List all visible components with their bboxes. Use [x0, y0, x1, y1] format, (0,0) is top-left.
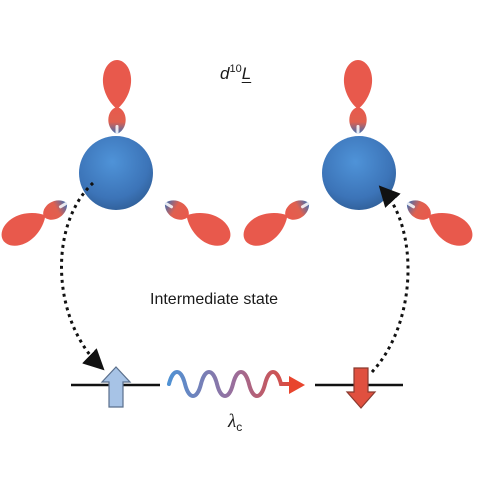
- wavelength-label: λc: [228, 411, 243, 434]
- left-metal-atom: [79, 136, 153, 210]
- right-lower-left-ligand-orbital: [237, 190, 317, 253]
- right-lower-right-ligand-orbital: [399, 190, 479, 253]
- left-metal-complex: [0, 60, 237, 253]
- photon-arrowhead: [289, 376, 305, 394]
- right-dotted-transfer-arrow: [370, 185, 410, 374]
- left-dotted-transfer-arrow: [60, 181, 105, 371]
- wavy-photon-arrow-icon: [167, 370, 294, 398]
- right-metal-atom: [322, 136, 396, 210]
- right-top-ligand-orbital: [343, 60, 373, 134]
- left-lower-right-ligand-orbital: [157, 190, 237, 253]
- left-lower-left-ligand-orbital: [0, 190, 75, 253]
- configuration-label: d10L: [220, 63, 252, 83]
- left-top-ligand-orbital: [102, 60, 132, 134]
- intermediate-state-label: Intermediate state: [150, 291, 279, 308]
- up-spin-arrow-icon: [100, 366, 132, 408]
- down-spin-arrow-icon: [345, 367, 377, 409]
- right-metal-complex: [237, 60, 479, 253]
